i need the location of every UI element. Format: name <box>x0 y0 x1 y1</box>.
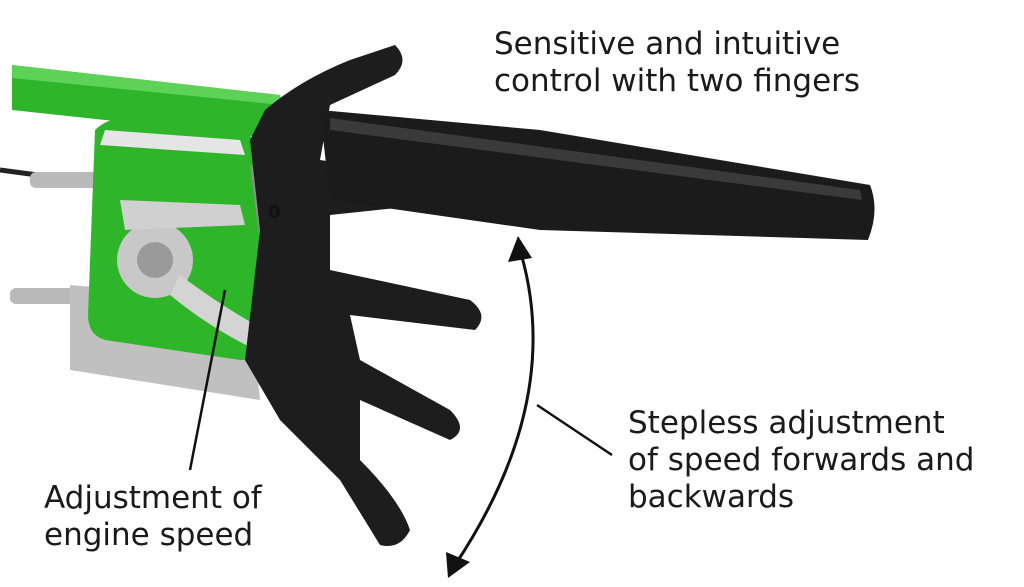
arrow-head-down-icon <box>446 552 470 578</box>
zero-mark: 0 <box>268 202 281 223</box>
annotation-line: Sensitive and intuitive <box>494 26 841 62</box>
annotation-line: control with two fingers <box>494 63 861 99</box>
engine-pointer-line <box>188 289 227 471</box>
throttle-lever <box>120 200 245 230</box>
arrow-head-up-icon <box>508 236 532 262</box>
stepless-pointer-line <box>536 403 613 457</box>
control-fork <box>245 45 482 546</box>
annotation-line: engine speed <box>44 517 254 553</box>
control-annotation: Sensitive and intuitive control with two… <box>494 26 860 100</box>
engine-annotation: Adjustment of engine speed <box>44 480 262 554</box>
stepless-arc-arrow <box>453 249 535 566</box>
stepless-annotation: Stepless adjustment of speed forwards an… <box>628 405 974 516</box>
annotation-line: of speed forwards and <box>628 442 975 478</box>
annotation-line: Adjustment of <box>44 480 262 516</box>
annotation-line: Stepless adjustment <box>628 405 945 441</box>
annotation-line: backwards <box>628 479 795 515</box>
